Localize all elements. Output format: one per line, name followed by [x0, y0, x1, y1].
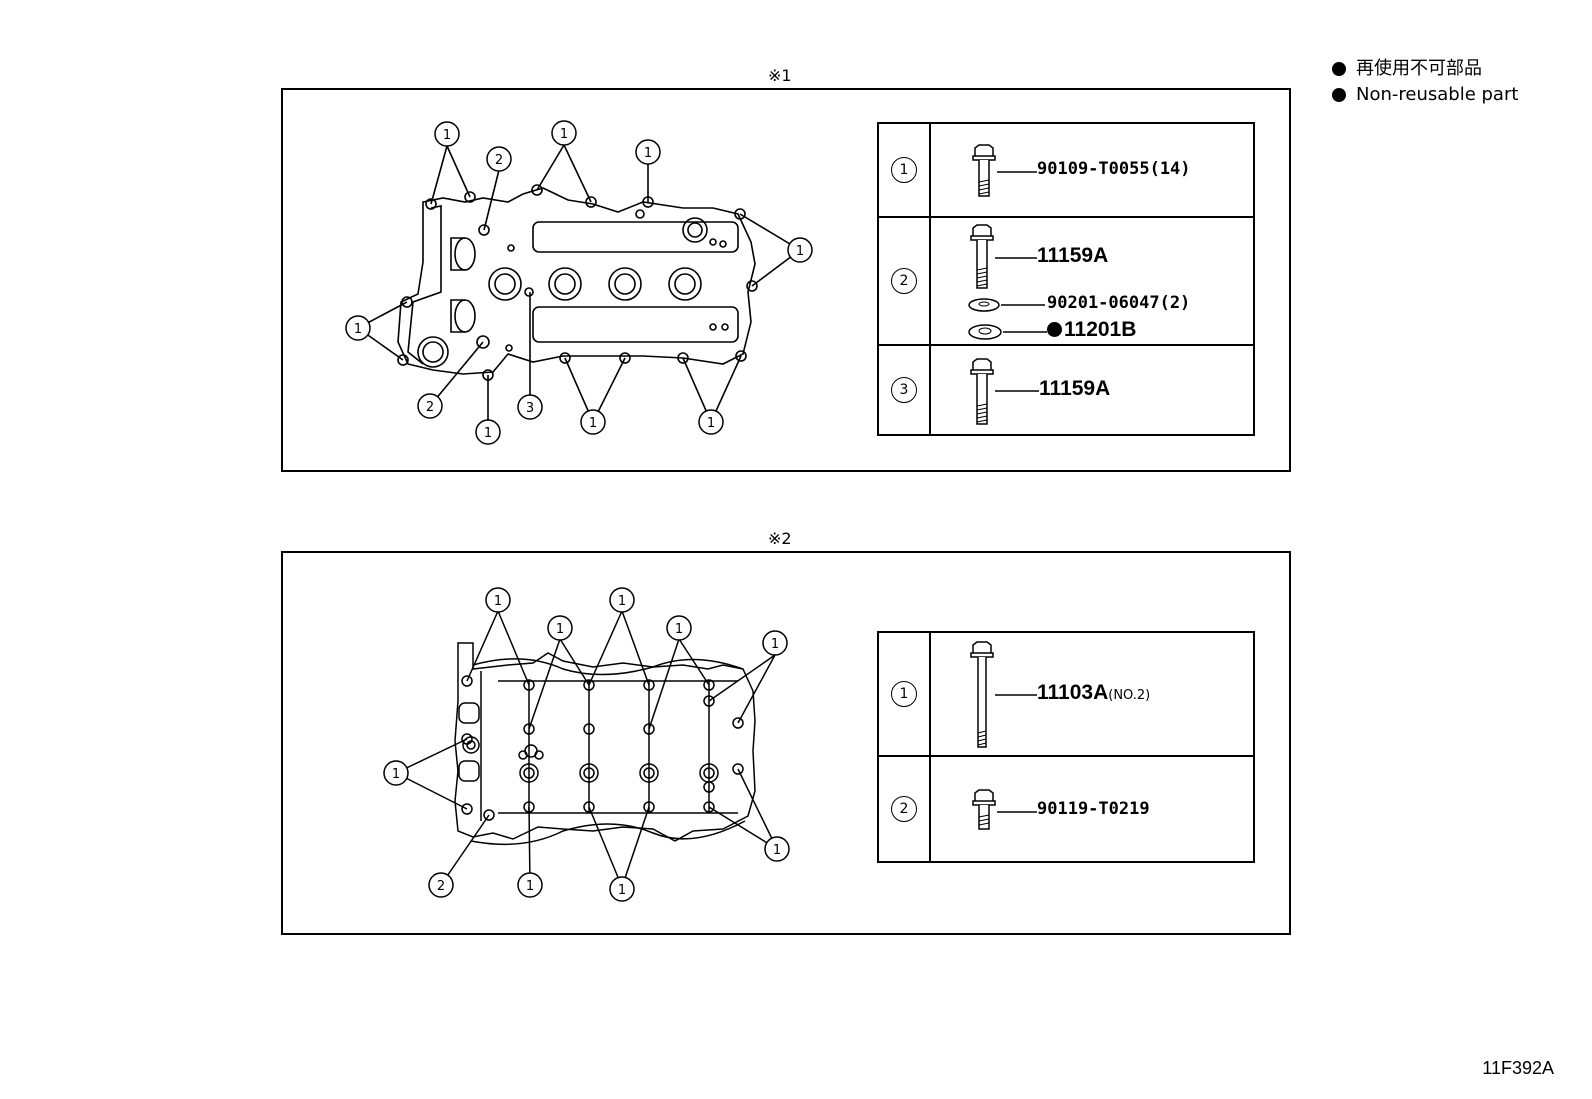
legend: 再使用不可部品 Non-reusable part — [1332, 56, 1518, 108]
part-number-non-reusable: 11201B — [1047, 318, 1136, 342]
filled-circle-icon — [1332, 88, 1346, 102]
part-number: 90201-06047(2) — [1047, 293, 1191, 313]
index-badge: 1 — [891, 681, 917, 707]
cylinder-head-cover-diagram: 1 2 1 1 1 1 2 3 1 1 1 — [345, 120, 813, 445]
washer-icon — [968, 298, 1000, 312]
callout-label: 1 — [526, 879, 534, 894]
callout-label: 1 — [494, 594, 502, 609]
parts-table-1: 1 90109-T0055(14) 2 11159A — [877, 122, 1255, 436]
part-number: 11159A — [1037, 244, 1109, 267]
callout-label: 2 — [426, 400, 434, 415]
bolt-icon — [970, 358, 994, 425]
part-number: 90109-T0055(14) — [1037, 159, 1191, 179]
legend-label: Non-reusable part — [1356, 84, 1519, 105]
parts-row: 2 90119-T0219 — [877, 755, 1255, 863]
part-number: 90119-T0219 — [1037, 799, 1150, 819]
part-number: 11103A(NO.2) — [1037, 681, 1151, 704]
callout-label: 1 — [556, 622, 564, 637]
bolt-icon — [970, 224, 994, 289]
parts-row: 1 11103A(NO.2) — [877, 631, 1255, 757]
part-number: 11159A — [1039, 377, 1111, 400]
callout-label: 1 — [707, 416, 715, 431]
callout-label: 1 — [618, 883, 626, 898]
camshaft-housing-diagram: 1 1 1 1 1 1 2 1 1 1 — [383, 587, 790, 902]
panel-1: 1 2 1 1 1 1 2 3 1 1 1 1 90109-T0055(14) — [281, 88, 1291, 472]
callout-label: 1 — [354, 322, 362, 337]
callout-label: 2 — [437, 879, 445, 894]
gasket-washer-icon — [968, 324, 1002, 340]
legend-item-japanese: 再使用不可部品 — [1332, 56, 1518, 82]
bolt-icon — [972, 789, 996, 830]
reference-code: 11F392A — [1482, 1058, 1554, 1078]
callout-label: 1 — [484, 426, 492, 441]
filled-circle-icon — [1332, 62, 1346, 76]
parts-row: 3 11159A — [877, 344, 1255, 436]
parts-row: 2 11159A 90201-06047(2) — [877, 216, 1255, 346]
parts-row: 1 90109-T0055(14) — [877, 122, 1255, 218]
panel-1-title: ※1 — [768, 66, 792, 85]
panel-2-title: ※2 — [768, 529, 792, 548]
callout-label: 1 — [589, 416, 597, 431]
index-badge: 1 — [891, 157, 917, 183]
callout-label: 1 — [618, 594, 626, 609]
parts-table-2: 1 11103A(NO.2) 2 90119-T021 — [877, 631, 1255, 863]
bolt-icon — [972, 144, 996, 197]
callout-label: 1 — [392, 767, 400, 782]
callout-label: 2 — [495, 153, 503, 168]
non-reusable-dot-icon — [1047, 322, 1062, 337]
callout-label: 1 — [796, 244, 804, 259]
index-badge: 2 — [891, 268, 917, 294]
callout-label: 1 — [644, 146, 652, 161]
callout-label: 1 — [560, 127, 568, 142]
callout-label: 1 — [773, 843, 781, 858]
legend-label: 再使用不可部品 — [1356, 58, 1482, 79]
long-bolt-icon — [970, 641, 994, 748]
callout-label: 1 — [443, 128, 451, 143]
index-badge: 2 — [891, 796, 917, 822]
legend-item-english: Non-reusable part — [1332, 82, 1518, 108]
panel-2: 1 1 1 1 1 1 2 1 1 1 1 11103A(NO.2) — [281, 551, 1291, 935]
callout-label: 3 — [526, 401, 534, 416]
callout-label: 1 — [771, 637, 779, 652]
index-badge: 3 — [891, 377, 917, 403]
callout-label: 1 — [675, 622, 683, 637]
